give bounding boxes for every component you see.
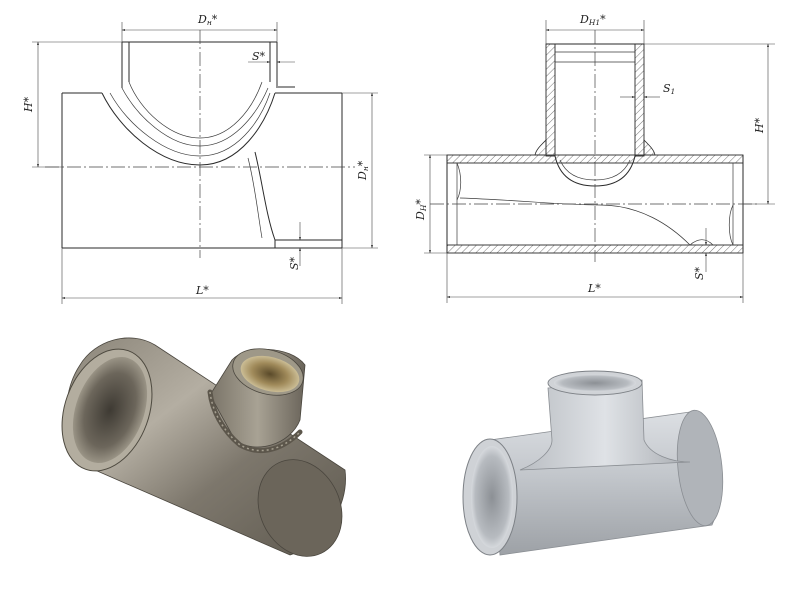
branch-opening-light xyxy=(554,374,636,392)
photo-welded-tee xyxy=(61,337,346,557)
h-dimension-label: H* xyxy=(22,96,35,113)
saddle-curve xyxy=(101,92,276,166)
dn-left-dimension-label: DН* xyxy=(414,199,428,221)
h-right-dimension-label: H* xyxy=(753,117,766,134)
l-dimension-label: L* xyxy=(195,284,209,297)
branch-right-wall-section xyxy=(634,43,645,157)
dn-right-dimension-label: Dн* xyxy=(356,160,370,181)
photo-seamless-tee xyxy=(462,370,724,556)
s1-label: S1 xyxy=(663,82,675,96)
branch-left-wall-section xyxy=(545,43,556,157)
s-bottom-label: S* xyxy=(288,256,301,270)
branch-pipe-light xyxy=(519,379,691,471)
dn1-dimension-label: DН1* xyxy=(579,13,606,27)
s-top-label: S* xyxy=(252,50,266,63)
dn-dimension-label: Dн* xyxy=(197,13,218,27)
branch-opening xyxy=(240,355,300,393)
l-right-dimension-label: L* xyxy=(587,282,601,295)
weld-bead xyxy=(207,389,303,454)
left-drawing: Dн* S* H* Dн* S* L* xyxy=(22,13,378,304)
s-right-bottom-label: S* xyxy=(693,266,706,280)
cut-edge xyxy=(254,151,276,241)
right-drawing: DН1* S1 H* DН* S* L* xyxy=(414,13,775,303)
